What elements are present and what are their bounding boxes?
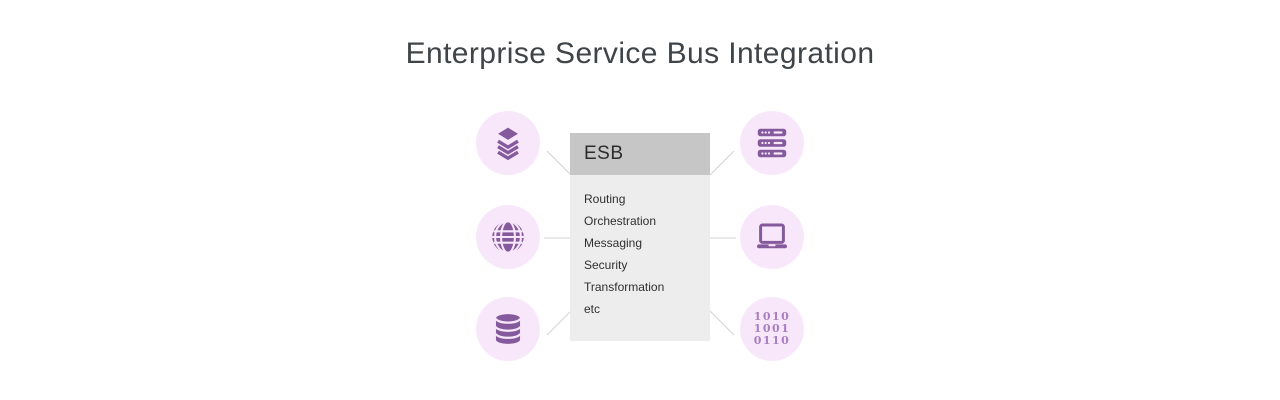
binary-row: 1010	[753, 310, 791, 323]
binary-icon: 1010 1001 0110	[754, 311, 791, 347]
binary-row: 0110	[753, 334, 791, 347]
node-server	[740, 111, 804, 175]
esb-label: ESB	[584, 143, 624, 164]
esb-capability: Transformation	[584, 280, 665, 294]
globe-icon	[490, 219, 526, 255]
esb-header: ESB	[570, 133, 710, 175]
esb-capability: Messaging	[584, 236, 643, 250]
database-icon	[491, 312, 525, 346]
connector-line	[709, 310, 735, 336]
node-database	[476, 297, 540, 361]
server-icon	[753, 125, 791, 161]
node-binary: 1010 1001 0110	[740, 297, 804, 361]
connector-line	[709, 150, 735, 176]
esb-box: ESB Routing Orchestration Messaging Secu…	[570, 133, 710, 341]
page-title: Enterprise Service Bus Integration	[405, 37, 875, 70]
node-layers	[476, 111, 540, 175]
esb-capability: Routing	[584, 192, 626, 206]
connector-line	[546, 150, 572, 176]
laptop-icon	[753, 219, 791, 255]
binary-row: 1001	[753, 322, 791, 335]
layers-icon	[491, 126, 525, 160]
node-laptop	[740, 205, 804, 269]
esb-capability: Security	[584, 258, 628, 272]
connector-line	[546, 310, 572, 336]
esb-capability: etc	[584, 302, 601, 316]
esb-capability-list: Routing Orchestration Messaging Security…	[570, 175, 710, 320]
node-globe	[476, 205, 540, 269]
esb-capability: Orchestration	[584, 214, 657, 228]
